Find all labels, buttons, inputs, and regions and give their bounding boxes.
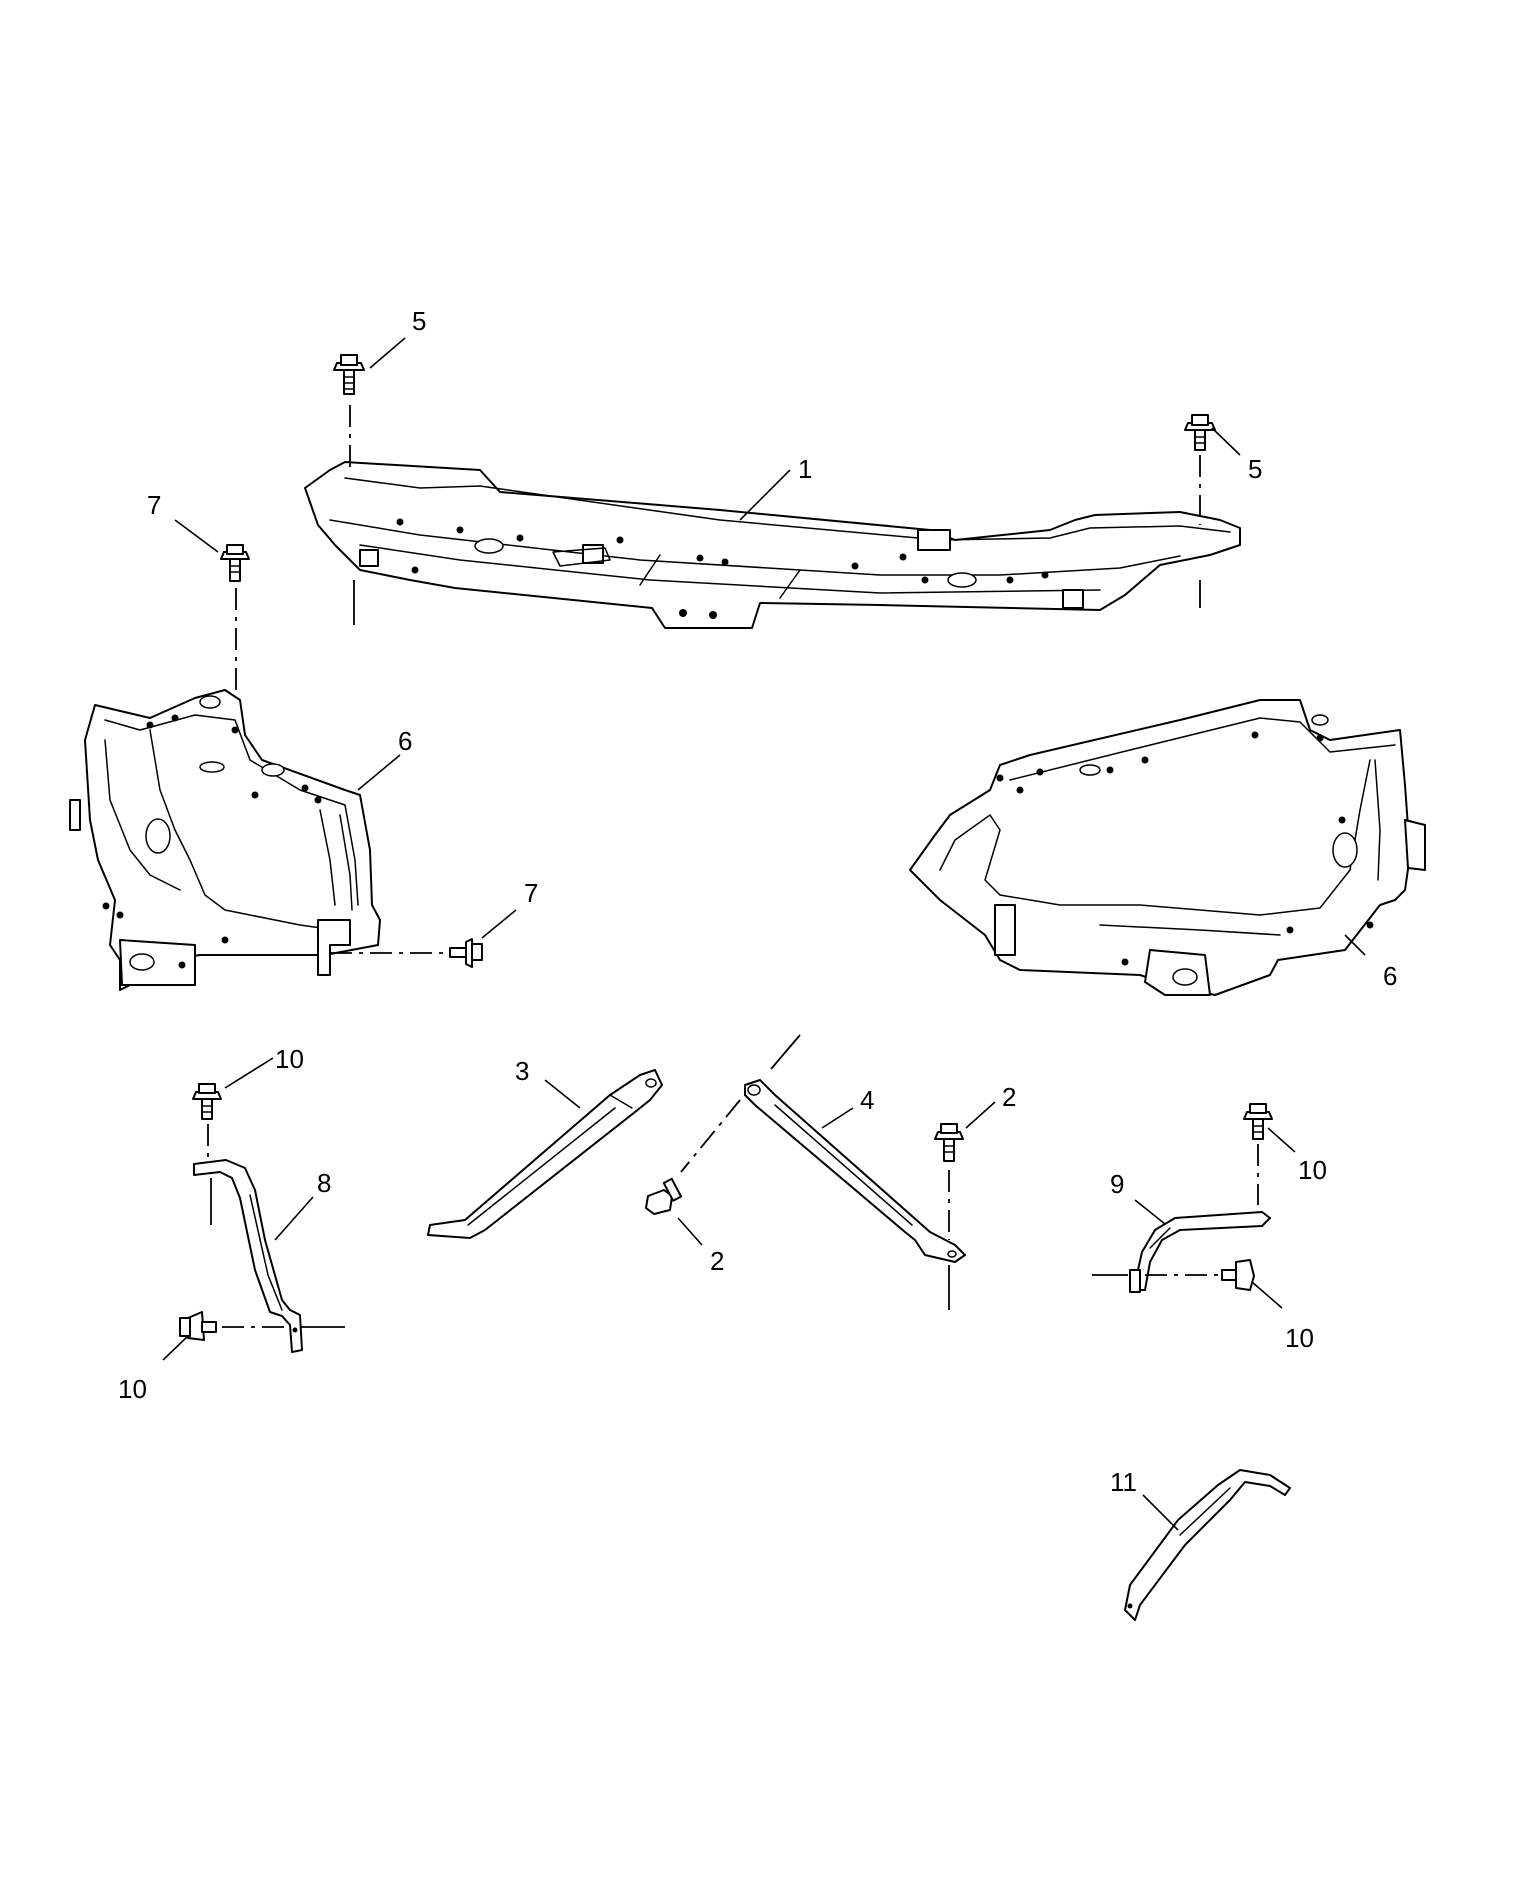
callout-4: 4	[860, 1085, 874, 1115]
headlamp-bracket-left	[69, 689, 381, 991]
bolt-10-right	[1221, 1259, 1255, 1291]
callout-2: 2	[1002, 1082, 1016, 1112]
bolt-2-right	[934, 1123, 964, 1162]
callout-6: 6	[398, 726, 412, 756]
callout-10: 10	[1298, 1155, 1327, 1185]
leader-lines	[162, 337, 1366, 1531]
bolt-5-left	[333, 354, 365, 395]
bolt-7-side	[449, 938, 483, 968]
axis-lines	[207, 405, 1259, 1328]
callout-labels: 1 2 2 3 4 5 5 6 6 7 7 8 9 10 10 10 10 11	[118, 306, 1397, 1497]
bolt-7-top	[220, 544, 250, 582]
callout-7: 7	[147, 490, 161, 520]
bracket-11	[1124, 1469, 1291, 1621]
bolt-10-bottom-left	[179, 1311, 217, 1341]
bracket-9	[1129, 1211, 1271, 1293]
callout-2: 2	[710, 1246, 724, 1276]
headlamp-bracket-right	[909, 699, 1426, 996]
bolt-2-left	[645, 1177, 683, 1215]
callout-9: 9	[1110, 1169, 1124, 1199]
callout-10: 10	[1285, 1323, 1314, 1353]
callout-5: 5	[1248, 454, 1262, 484]
callout-10: 10	[118, 1374, 147, 1404]
callout-3: 3	[515, 1056, 529, 1086]
brace-3	[427, 1069, 663, 1239]
upper-crossmember	[304, 461, 1241, 629]
callout-5: 5	[412, 306, 426, 336]
bolt-5-right	[1184, 414, 1216, 451]
bolt-10-top-left	[192, 1083, 222, 1120]
callout-8: 8	[317, 1168, 331, 1198]
bracket-8	[193, 1159, 303, 1353]
callout-11: 11	[1110, 1467, 1137, 1497]
callout-1: 1	[798, 454, 812, 484]
brace-4	[744, 1079, 966, 1263]
callout-6: 6	[1383, 961, 1397, 991]
bolt-10-top-right	[1243, 1103, 1273, 1140]
callout-7: 7	[524, 878, 538, 908]
callout-10: 10	[275, 1044, 304, 1074]
